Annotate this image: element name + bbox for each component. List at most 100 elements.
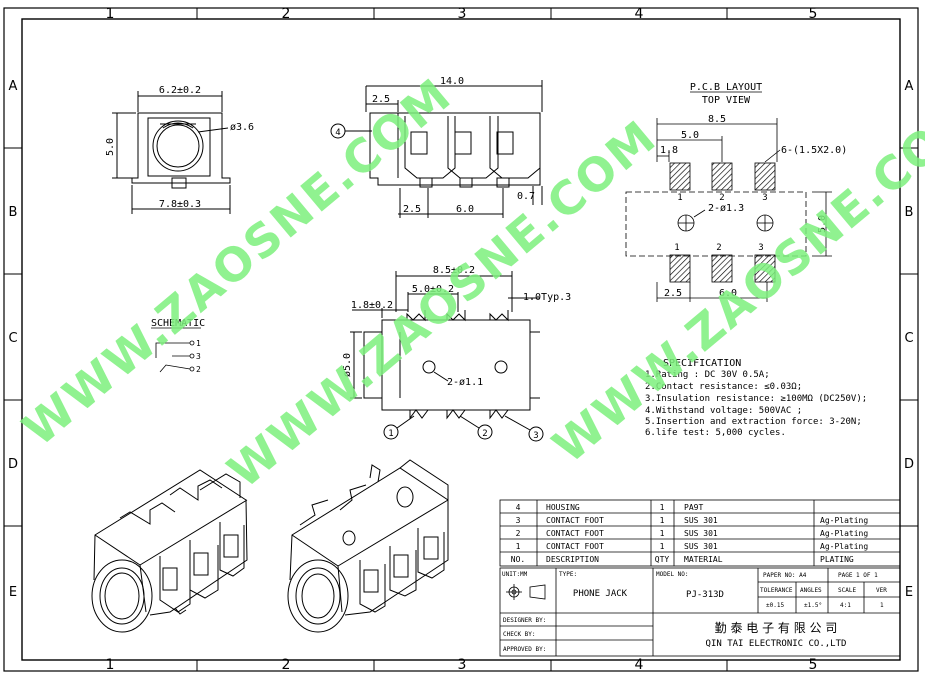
row-label: C [8,331,17,346]
row-label: D [904,457,914,472]
pcb-title: P.C.B LAYOUT [690,82,762,93]
bom-qty: 1 [660,516,665,525]
page-label: PAGE 1 OF 1 [838,572,878,579]
side-view [330,80,543,218]
row-label: B [9,205,18,220]
column-label: 2 [282,6,291,22]
bom-header-no: NO. [511,555,525,564]
unit-label: UNIT:MM [502,571,528,578]
drawing-frame [3,7,919,672]
pcb-pad [711,254,733,283]
scale-label: SCALE [838,587,856,594]
pad-number: 2 [716,243,721,253]
pad-number: 1 [677,193,682,203]
pcb-pad [711,162,733,191]
bom-header-material: MATERIAL [684,555,723,564]
bom-plating: Ag-Plating [820,542,868,551]
front-view [112,91,231,214]
isometric-view-right [287,459,449,633]
spec-line: 5.Insertion and extraction force: 3-20N; [645,417,862,427]
dim-front-base: 7.8±0.3 [159,199,201,210]
isometric-view-left [91,469,248,633]
side-view-dimensions: 14.0 2.5 2.5 6.0 0.7 4 [335,76,535,215]
title-block: UNIT:MM TYPE: MODEL NO: PAPER NO: A4 PAG… [499,567,901,657]
specification: SPECIFICATION 1.Rating : DC 30V 0.5A; 2.… [645,358,867,438]
bom-header-desc: DESCRIPTION [546,555,599,564]
column-label: 4 [635,6,644,22]
dim-side-length: 14.0 [440,76,464,87]
company-name-en: QIN TAI ELECTRONIC CO.,LTD [706,639,847,649]
type-label: TYPE: [559,571,577,578]
pad-number: 3 [758,243,763,253]
bom-material: SUS 301 [684,516,718,525]
column-label: 5 [809,6,818,22]
column-label: 3 [458,657,467,673]
bom-desc: CONTACT FOOT [546,529,604,538]
approved-label: APPROVED BY: [503,646,546,653]
column-label: 1 [106,6,115,22]
spec-line: 2.Contact resistance: ≤0.03Ω; [645,382,802,392]
pcb-pads [669,162,776,283]
schematic: SCHEMATIC 1 3 2 [151,318,205,374]
type-value: PHONE JACK [573,589,628,599]
callout-pin-1: 1 [388,429,393,439]
column-label: 1 [106,657,115,673]
model-label: MODEL NO: [656,571,689,578]
check-label: CHECK BY: [503,631,536,638]
bom-qty: 1 [660,542,665,551]
bom-no: 4 [516,503,521,512]
bom-material: SUS 301 [684,542,718,551]
dim-pcb-pitch: 5.0 [681,130,699,141]
row-label: D [8,457,18,472]
tolerance-value: ±0.15 [766,602,784,609]
designer-label: DESIGNER BY: [503,617,546,624]
top-view-dimensions: 8.5±0.2 5.0±0.2 1.8±0.2 1.0Typ.3 ø5.0 2-… [342,265,571,441]
pcb-pad [754,254,776,283]
dim-pcb-b2: 6.0 [719,288,737,299]
row-label: B [905,205,914,220]
spec-line: 4.Withstand voltage: 500VAC ; [645,406,802,416]
frame-column-labels: 1 2 3 4 5 1 2 3 4 5 [106,6,818,673]
schematic-pin: 2 [196,365,201,374]
dim-front-width: 6.2±0.2 [159,85,201,96]
ver-label: VER [876,587,887,594]
frame-row-labels: A B C D E A B C D E [8,79,914,600]
angles-label: ANGLES [800,587,822,594]
row-label: E [905,585,913,600]
row-label: A [905,79,914,94]
callout-pin-2: 2 [482,429,487,439]
angles-value: ±1.5° [804,602,822,609]
dim-top-typ: 1.0Typ.3 [523,292,571,303]
schematic-pin: 3 [196,352,201,361]
bom-no: 2 [516,529,521,538]
top-view [350,271,544,442]
bom-no: 3 [516,516,521,525]
bom-header-qty: QTY [655,555,670,564]
paper-label: PAPER NO: A4 [763,572,807,579]
dim-front-height: 5.0 [105,138,116,156]
dim-side-tail: 0.7 [517,191,535,202]
schematic-title: SCHEMATIC [151,318,205,329]
spec-line: 1.Rating : DC 30V 0.5A; [645,370,770,380]
dim-pcb-holes: 2-ø1.3 [708,203,744,214]
row-label: C [904,331,913,346]
callout-pin-3: 3 [533,431,538,441]
spec-line: 6.life test: 5,000 cycles. [645,428,786,438]
front-view-dimensions: 6.2±0.2 5.0 7.8±0.3 ø3.6 [105,85,254,210]
bom-desc: CONTACT FOOT [546,516,604,525]
dim-side-pin1: 2.5 [403,204,421,215]
dim-top-span: 8.5±0.2 [433,265,475,276]
dim-top-holes: 2-ø1.1 [447,377,483,388]
dim-pcb-span: 8.5 [708,114,726,125]
pcb-subtitle: TOP VIEW [702,95,751,106]
bom-plating: Ag-Plating [820,529,868,538]
pcb-pad [669,254,691,283]
column-label: 2 [282,657,291,673]
schematic-pin: 1 [196,339,201,348]
bom-desc: HOUSING [546,503,580,512]
pcb-pad [754,162,776,191]
projection-symbol-icon [506,584,546,600]
callout-housing: 4 [335,128,340,138]
row-label: A [9,79,18,94]
company-name-cn: 勤 泰 电 子 有 限 公 司 [715,621,838,635]
